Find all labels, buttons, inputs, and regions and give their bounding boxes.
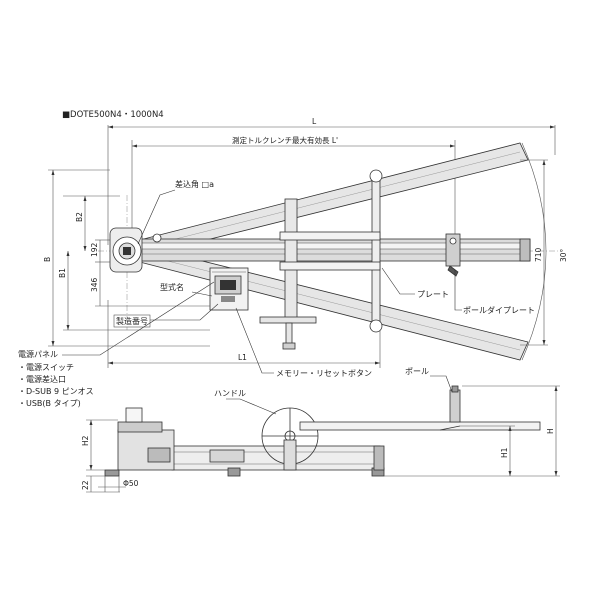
power-panel-item: ・USB(B タイプ): [18, 399, 81, 408]
main-rail: [127, 238, 531, 262]
drawing-title: ■DOTE500N4・1000N4: [62, 110, 164, 120]
pole-die-plate: [445, 233, 461, 277]
dimension-22: 22: [81, 480, 90, 490]
dimension-L: L: [312, 117, 317, 126]
label-plate: プレート: [417, 290, 449, 299]
power-panel-item: ・D-SUB 9 ピンオス: [18, 387, 94, 396]
dimension-710: 710: [534, 247, 543, 262]
label-memory-reset: メモリー・リセットボタン: [276, 369, 372, 378]
dimension-phi50: Φ50: [123, 479, 139, 488]
dimension-angle: 30°: [559, 248, 568, 262]
label-model-name: 型式名: [160, 282, 184, 292]
power-panel-heading: 電源パネル: [18, 350, 58, 359]
dimension-B: B: [43, 257, 52, 262]
side-view: [104, 385, 541, 477]
drive-head: [109, 227, 162, 273]
label-pole: ポール: [405, 367, 429, 376]
dimension-H2: H2: [81, 435, 90, 446]
label-square-drive: 差込角 □a: [175, 179, 214, 189]
dimension-L-prime: 測定トルクレンチ最大有効長 L': [232, 135, 338, 145]
power-panel-item: ・電源スイッチ: [18, 363, 74, 372]
label-pole-die-plate: ポールダイプレート: [463, 305, 535, 315]
dimension-B1: B1: [58, 268, 67, 278]
dimension-B2: B2: [75, 212, 84, 222]
dimension-H: H: [546, 428, 555, 434]
control-box: [209, 267, 249, 311]
power-panel-notes: 電源パネル ・電源スイッチ ・電源差込口 ・D-SUB 9 ピンオス ・USB(…: [18, 281, 215, 408]
power-panel-item: ・電源差込口: [18, 374, 66, 384]
dimension-192: 192: [90, 242, 99, 257]
angle-arc: [521, 142, 547, 361]
handle-plate: [259, 316, 317, 350]
dimension-346: 346: [90, 277, 99, 292]
label-handle: ハンドル: [214, 389, 246, 398]
dimension-H1: H1: [500, 447, 509, 458]
label-serial: 製造番号: [116, 316, 148, 326]
cross-frame: [279, 169, 383, 333]
dimension-L1: L1: [238, 353, 247, 362]
